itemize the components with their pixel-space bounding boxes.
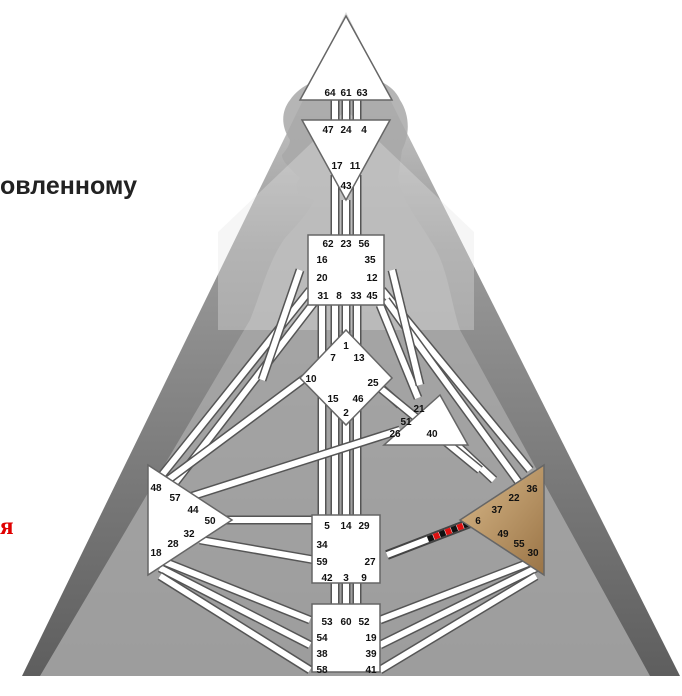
gate-label-61: 61 xyxy=(340,88,352,99)
spleen-center xyxy=(147,463,234,577)
gate-label-16: 16 xyxy=(316,255,328,266)
centers-layer xyxy=(147,14,545,673)
gate-label-35: 35 xyxy=(364,255,376,266)
gate-label-53: 53 xyxy=(321,617,333,628)
activation-segment-2 xyxy=(438,529,447,538)
gate-label-6: 6 xyxy=(475,516,481,527)
gate-label-13: 13 xyxy=(353,353,365,364)
gate-label-40: 40 xyxy=(426,429,438,440)
gate-label-56: 56 xyxy=(358,239,370,250)
gate-label-34: 34 xyxy=(316,540,328,551)
gate-label-8: 8 xyxy=(336,291,342,302)
gate-label-20: 20 xyxy=(316,273,328,284)
activation-segment-5 xyxy=(456,522,465,531)
gate-label-31: 31 xyxy=(317,291,329,302)
gate-label-5: 5 xyxy=(324,521,330,532)
gate-label-63: 63 xyxy=(356,88,368,99)
gate-label-29: 29 xyxy=(358,521,370,532)
gate-label-12: 12 xyxy=(366,273,378,284)
gate-label-41: 41 xyxy=(365,665,377,676)
gate-label-2: 2 xyxy=(343,408,349,419)
channel-14 xyxy=(377,303,421,400)
gate-label-23: 23 xyxy=(340,239,352,250)
side-text-red: я xyxy=(0,513,14,540)
gate-label-10: 10 xyxy=(305,374,317,385)
gate-label-60: 60 xyxy=(340,617,352,628)
channel-32 xyxy=(378,573,538,673)
gate-label-24: 24 xyxy=(340,125,352,136)
gate-label-42: 42 xyxy=(321,573,333,584)
gate-label-59: 59 xyxy=(316,557,328,568)
gate-label-19: 19 xyxy=(365,633,377,644)
channel-27 xyxy=(158,557,312,623)
gate-label-50: 50 xyxy=(204,516,216,527)
gate-label-26: 26 xyxy=(389,429,401,440)
side-text-top: овленному xyxy=(0,172,137,200)
gate-label-37: 37 xyxy=(491,505,503,516)
gate-label-30: 30 xyxy=(527,548,539,559)
gate-label-49: 49 xyxy=(497,529,509,540)
gate-label-25: 25 xyxy=(367,378,379,389)
gate-label-33: 33 xyxy=(350,291,362,302)
solar-plexus-center xyxy=(458,463,545,577)
gate-label-22: 22 xyxy=(508,493,520,504)
gate-label-7: 7 xyxy=(330,353,336,364)
channel-31 xyxy=(378,565,538,648)
gate-label-11: 11 xyxy=(350,161,361,172)
channel-30 xyxy=(378,557,538,623)
channel-28 xyxy=(158,565,312,648)
channel-21 xyxy=(199,537,316,563)
gate-label-54: 54 xyxy=(316,633,328,644)
ego-center xyxy=(382,393,470,446)
gate-label-17: 17 xyxy=(331,161,343,172)
gate-label-57: 57 xyxy=(169,493,181,504)
gate-label-39: 39 xyxy=(365,649,377,660)
activation-segment-0 xyxy=(426,534,435,543)
gate-label-47: 47 xyxy=(322,125,334,136)
channel-23 xyxy=(179,427,401,503)
gate-label-43: 43 xyxy=(340,181,352,192)
gate-label-14: 14 xyxy=(340,521,352,532)
gate-label-3: 3 xyxy=(343,573,349,584)
channel-34 xyxy=(389,269,423,386)
throat-center xyxy=(307,234,385,306)
sacral-center xyxy=(311,514,381,584)
activation-segment-4 xyxy=(450,525,459,533)
root-center xyxy=(311,603,381,673)
gate-label-27: 27 xyxy=(364,557,376,568)
gate-label-64: 64 xyxy=(324,88,336,99)
gate-label-4: 4 xyxy=(361,125,367,136)
head-center xyxy=(298,14,394,101)
gate-label-45: 45 xyxy=(366,291,378,302)
g-center xyxy=(298,328,394,427)
gate-label-55: 55 xyxy=(513,539,525,550)
gate-label-62: 62 xyxy=(322,239,334,250)
gate-label-1: 1 xyxy=(343,341,349,352)
gate-label-18: 18 xyxy=(150,548,162,559)
gate-label-32: 32 xyxy=(183,529,195,540)
gate-label-46: 46 xyxy=(352,394,364,405)
gate-label-44: 44 xyxy=(187,505,199,516)
gate-label-9: 9 xyxy=(361,573,367,584)
gate-label-28: 28 xyxy=(167,539,179,550)
activation-segment-3 xyxy=(444,527,453,536)
activation-segment-1 xyxy=(432,532,441,540)
channel-19 xyxy=(166,375,307,483)
channel-29 xyxy=(158,573,312,673)
gate-label-15: 15 xyxy=(327,394,339,405)
gate-label-48: 48 xyxy=(150,483,162,494)
gate-label-52: 52 xyxy=(358,617,370,628)
gate-label-21: 21 xyxy=(413,404,425,415)
gate-label-38: 38 xyxy=(316,649,328,660)
gate-label-36: 36 xyxy=(526,484,538,495)
channel-33 xyxy=(259,269,303,381)
gate-label-58: 58 xyxy=(316,665,328,676)
ajna-center xyxy=(300,119,392,202)
gate-label-51: 51 xyxy=(400,417,412,428)
